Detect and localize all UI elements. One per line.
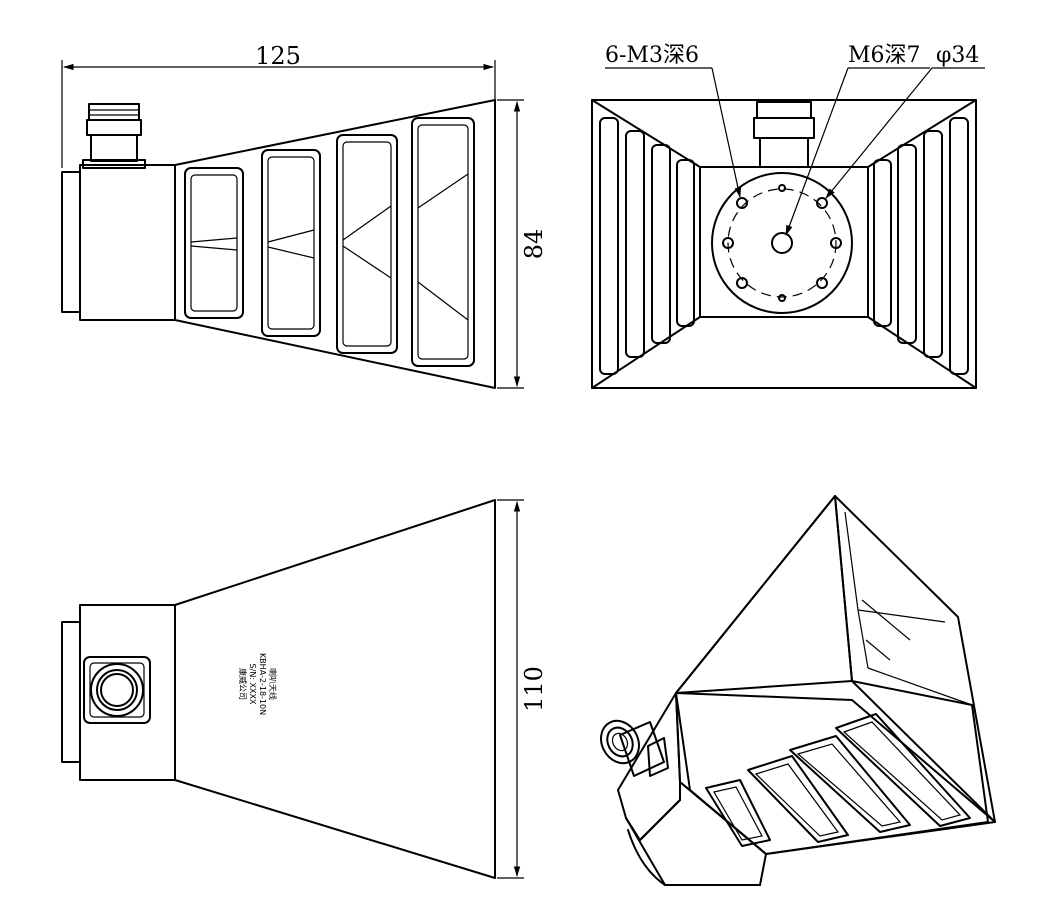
top-view-horn: [174, 499, 496, 879]
nameplate-line3: S/N: XXXX: [248, 664, 257, 705]
iso-connector: [600, 719, 669, 777]
iso-windows: [705, 713, 971, 847]
rear-view: 6-M3深6 M6深7 φ34: [591, 43, 985, 389]
callout-center-hole-label: M6深7: [848, 43, 921, 68]
top-view-connector: [83, 656, 151, 724]
iso-body: [617, 692, 681, 886]
iso-aperture-rim: [834, 495, 996, 823]
rear-view-connector: [753, 101, 815, 168]
rear-view-aperture: [591, 99, 977, 389]
nameplate: 喇叭天线 KBHA-2-18-10N S/N: XXXX 康威公司: [238, 653, 278, 715]
callout-bolt-circle: φ34: [825, 43, 985, 199]
rear-view-mount-disc: [711, 172, 853, 314]
dimension-aperture-short: 84: [497, 99, 548, 389]
nameplate-line4: 康威公司: [238, 668, 248, 700]
dimension-length: 125: [61, 42, 496, 168]
side-view-flange: [61, 171, 81, 313]
callout-mount-holes: 6-M3深6: [605, 43, 742, 199]
top-view-flange: [61, 621, 81, 763]
nameplate-line1: 喇叭天线: [268, 668, 278, 700]
nameplate-line2: KBHA-2-18-10N: [258, 653, 267, 715]
side-view-horn: [174, 99, 496, 389]
callout-bolt-circle-label: φ34: [936, 43, 979, 68]
dimension-length-label: 125: [255, 42, 301, 70]
callout-center-hole: M6深7: [785, 43, 930, 237]
isometric-view: [600, 495, 996, 886]
dimension-aperture-long: 110: [497, 499, 548, 879]
dimension-aperture-long-label: 110: [520, 666, 548, 712]
dimension-aperture-short-label: 84: [520, 229, 548, 260]
side-view-connector: [82, 103, 146, 169]
top-view: 喇叭天线 KBHA-2-18-10N S/N: XXXX 康威公司 110: [61, 499, 548, 879]
top-view-body: [79, 604, 176, 781]
side-view: 125 84: [61, 42, 548, 389]
side-view-windows: [184, 117, 475, 367]
center-hole: [771, 232, 793, 254]
rear-view-right-slots: [873, 117, 969, 375]
side-view-body: [79, 164, 176, 321]
callout-mount-holes-label: 6-M3深6: [605, 43, 699, 68]
rear-view-left-slots: [599, 117, 695, 375]
